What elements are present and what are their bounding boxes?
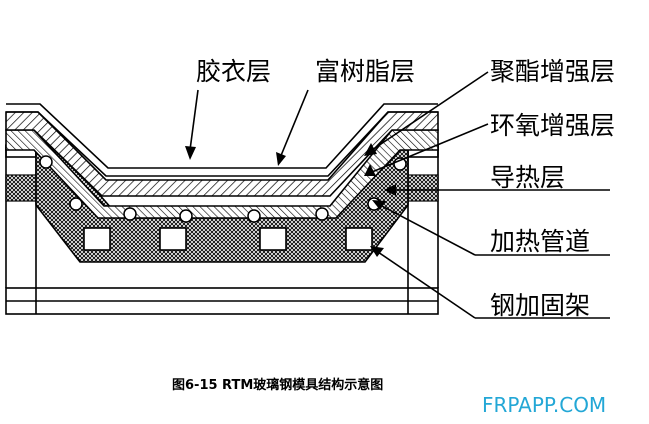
label-resin-rich: 富树脂层: [315, 57, 415, 86]
gelcoat-and-resin-layers: [6, 103, 438, 177]
heat-conduct-layer: [5, 149, 439, 263]
label-gelcoat: 胶衣层: [196, 57, 271, 86]
leader-lines: [189, 71, 610, 319]
epoxy-reinforce-layer: [5, 129, 439, 219]
label-polyester-reinforce: 聚酯增强层: [490, 57, 615, 86]
watermark: FRPAPP.COM: [482, 393, 606, 417]
label-heat-conduct: 导热层: [490, 163, 565, 192]
polyester-reinforce-layer: [5, 111, 439, 197]
label-epoxy-reinforce: 环氧增强层: [490, 111, 615, 140]
label-heating-pipe: 加热管道: [490, 227, 590, 256]
figure-caption: 图6-15 RTM玻璃钢模具结构示意图: [172, 377, 383, 393]
label-steel-frame: 钢加固架: [490, 291, 590, 320]
steel-tubes: [83, 227, 373, 251]
arrowheads: [185, 143, 396, 257]
